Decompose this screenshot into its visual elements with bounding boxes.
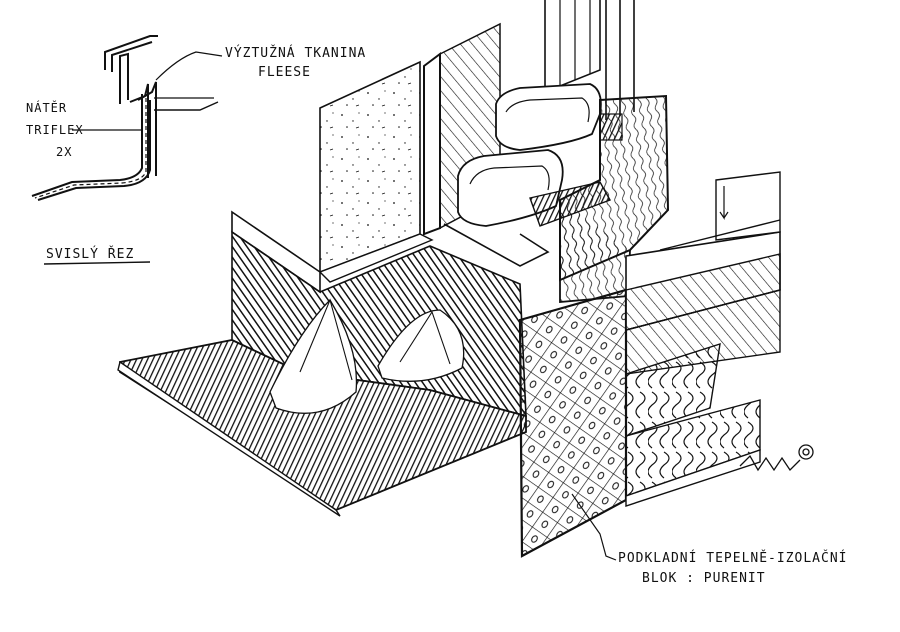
coating-label-line1: NÁTĚR [26,100,67,115]
render-wall [231,60,434,294]
leader-lines-detail [72,51,223,131]
coating-label-line3: 2X [56,145,72,159]
purenit-block [518,288,628,558]
section-title: SVISLÝ ŘEZ [46,246,134,262]
coated-base [117,230,527,517]
block-label-line1: PODKLADNÍ TEPELNĚ-IZOLAČNÍ [618,550,848,566]
window-frame [423,0,670,303]
coating-label-line2: TRIFLEX [26,123,84,137]
wall-layers [625,171,781,507]
block-label-line2: BLOK : PURENIT [642,571,766,586]
fabric-label-line2: FLEESE [258,65,311,80]
purenit-leader [571,493,617,561]
break-line [739,444,814,472]
fabric-label-line1: VÝZTUŽNÁ TKANINA [225,45,366,61]
section-title-underline [43,261,151,265]
section-dashed-layer [34,98,147,199]
section-detail [31,35,219,201]
